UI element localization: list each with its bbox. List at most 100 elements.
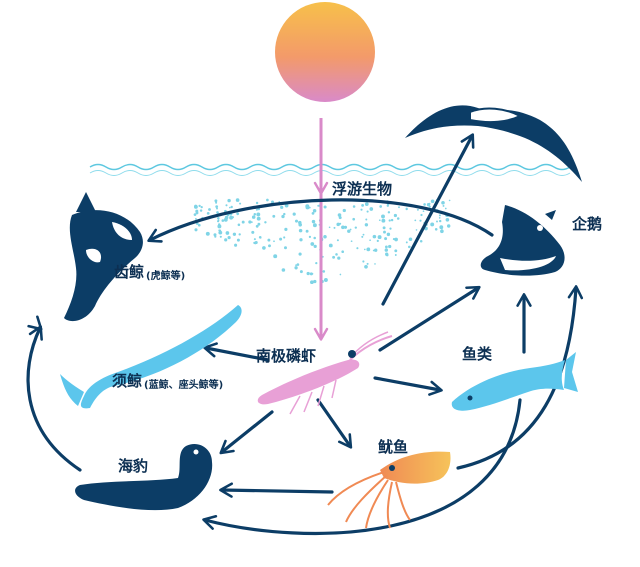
plankton-dot	[426, 203, 431, 207]
arrow-seal-to-baleen-whale	[26, 325, 82, 472]
plankton-dot	[215, 205, 219, 208]
plankton-dot	[315, 261, 318, 265]
plankton-dot	[440, 229, 443, 232]
plankton-dot	[436, 220, 438, 223]
plankton-dot	[420, 213, 423, 217]
plankton-dot	[230, 205, 233, 209]
plankton-dot	[214, 199, 218, 203]
plankton-dot	[398, 206, 400, 209]
plankton-dot	[386, 204, 389, 207]
plankton-dot	[415, 229, 418, 231]
plankton-dot	[376, 239, 379, 243]
orca-icon	[64, 192, 143, 322]
plankton-dot	[284, 203, 289, 208]
plankton-dot	[336, 239, 339, 242]
plankton-dot	[374, 248, 378, 252]
plankton-dot	[442, 204, 445, 207]
plankton-dot	[416, 208, 419, 211]
plankton-dot	[430, 222, 435, 227]
label-squid: 鱿鱼	[378, 438, 409, 456]
plankton-dot	[336, 222, 340, 227]
label-fish: 鱼类	[462, 345, 493, 363]
plankton-dot	[217, 224, 222, 229]
plankton-dot	[361, 235, 364, 238]
plankton-dot	[255, 208, 258, 211]
plankton-dot	[273, 254, 278, 259]
plankton-dot	[194, 228, 198, 232]
sea-surface-line	[89, 163, 571, 171]
plankton-dot	[266, 198, 269, 202]
blue-whale-icon	[60, 305, 242, 409]
label-toothed-whale: 齿鲸	[114, 263, 145, 281]
plankton-dot	[252, 216, 255, 219]
label-baleen-whale: 须鲸	[112, 372, 143, 390]
plankton-dot	[283, 236, 286, 239]
plankton-dot	[256, 212, 261, 217]
plankton-dot	[193, 213, 197, 216]
plankton-dot	[253, 213, 257, 216]
plankton-dot	[364, 264, 368, 269]
plankton-dot	[195, 211, 199, 215]
plankton-dot	[305, 204, 310, 209]
plankton-dot	[273, 240, 275, 243]
plankton-dot	[352, 205, 356, 208]
plankton-dot	[270, 200, 275, 204]
seal-icon	[75, 443, 213, 511]
plankton-dot	[339, 273, 342, 276]
albatross-icon	[405, 105, 582, 182]
plankton-dot	[405, 207, 408, 211]
plankton-dot	[338, 216, 342, 220]
plankton-dot	[342, 208, 346, 213]
plankton-dot	[323, 205, 327, 209]
plankton-dot	[235, 198, 240, 202]
plankton-dot	[237, 223, 241, 227]
plankton-dot	[194, 217, 197, 220]
plankton-dot	[268, 244, 271, 248]
plankton-dot	[341, 225, 345, 230]
plankton-dot	[317, 204, 320, 207]
plankton-dot	[238, 233, 241, 236]
plankton-dot	[217, 219, 220, 222]
plankton-dot	[356, 247, 359, 250]
plankton-dot	[388, 244, 392, 249]
plankton-dot	[199, 209, 203, 212]
plankton-dot	[396, 217, 400, 220]
plankton-dot	[363, 248, 366, 251]
plankton-dot	[224, 238, 228, 242]
plankton-dot	[419, 240, 423, 243]
plankton-dot	[198, 204, 201, 208]
plankton-dot	[255, 201, 259, 205]
plankton-dot	[448, 199, 451, 202]
plankton-dot	[323, 278, 328, 282]
plankton-dot	[272, 214, 276, 218]
plankton-dot	[444, 207, 447, 210]
plankton-dot	[379, 205, 383, 208]
plankton-dot	[231, 216, 234, 219]
plankton-dot	[422, 210, 425, 213]
plankton-dot	[328, 226, 331, 229]
plankton-dot	[364, 202, 369, 206]
plankton-dot	[339, 222, 342, 225]
plankton-dot	[267, 238, 271, 242]
plankton-dot	[384, 248, 388, 252]
plankton-dot	[384, 237, 388, 241]
plankton-dot	[292, 212, 296, 216]
plankton-dot	[264, 221, 267, 224]
plankton-dot	[306, 271, 310, 276]
plankton-dot	[328, 243, 333, 248]
plankton-dot	[369, 239, 371, 242]
plankton-dot	[341, 250, 345, 254]
plankton-dot	[216, 207, 218, 210]
arrow-krill-to-fish	[373, 376, 443, 396]
plankton-dot	[394, 249, 398, 253]
plankton-dot	[259, 236, 262, 239]
plankton-dot	[234, 243, 238, 247]
plankton-dot	[310, 242, 315, 246]
plankton-dot	[372, 234, 377, 239]
plankton-dot	[322, 270, 326, 273]
plankton-dot	[281, 214, 285, 219]
plankton-dot	[385, 245, 388, 249]
plankton-dot	[298, 223, 302, 227]
